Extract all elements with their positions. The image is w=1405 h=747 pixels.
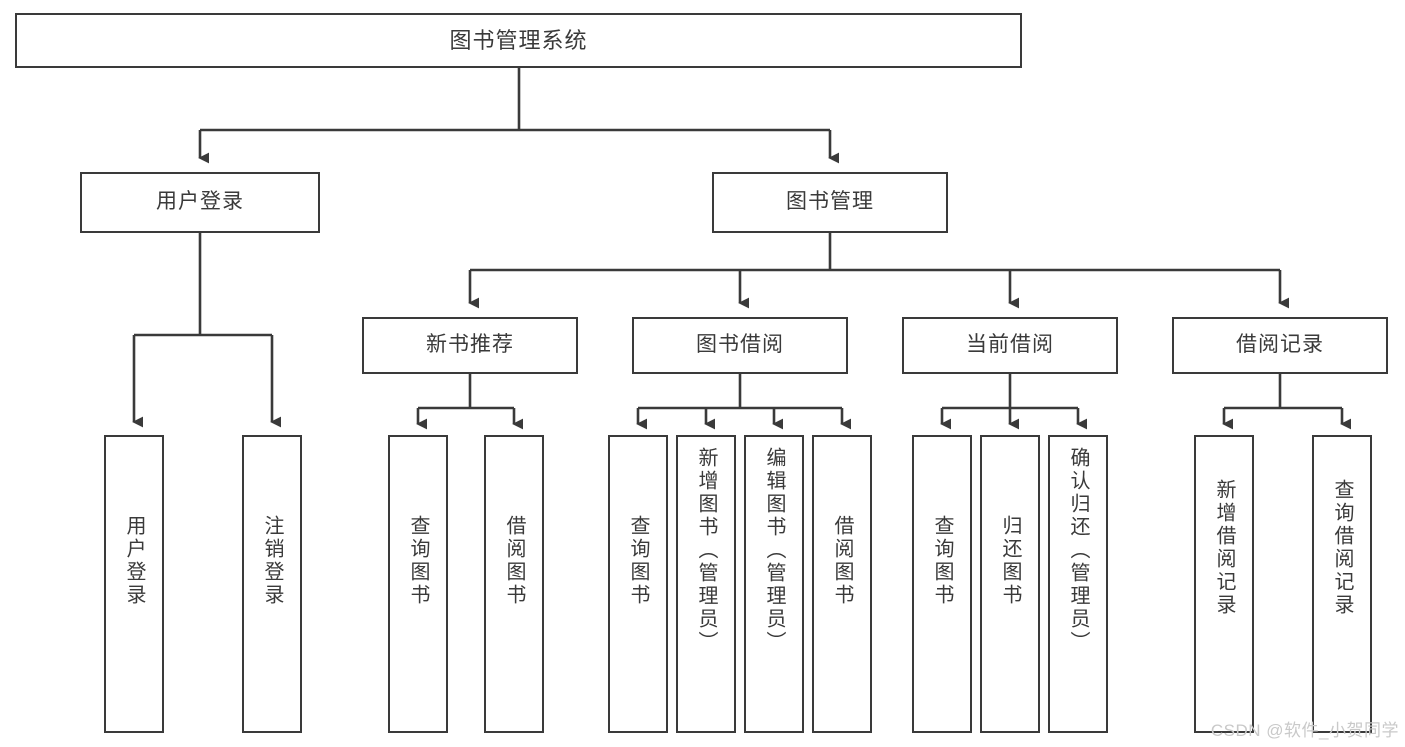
leaf-add-record[interactable]: 新增借阅记录 [1194, 435, 1254, 733]
csdn-watermark: CSDN @软件_小贺同学 [1210, 721, 1399, 740]
leaf-query-book-1-label: 查询图书 [407, 515, 429, 607]
leaf-query-book-3[interactable]: 查询图书 [912, 435, 972, 733]
leaf-borrow-book-1-label: 借阅图书 [503, 515, 525, 607]
leaf-query-record-label: 查询借阅记录 [1331, 479, 1353, 617]
leaf-borrow-book-2[interactable]: 借阅图书 [812, 435, 872, 733]
leaf-borrow-book-1[interactable]: 借阅图书 [484, 435, 544, 733]
leaf-query-book-2[interactable]: 查询图书 [608, 435, 668, 733]
leaf-user-logout-label: 注销登录 [261, 515, 283, 607]
node-user-login-label: 用户登录 [156, 190, 244, 214]
node-user-login[interactable]: 用户登录 [80, 172, 320, 233]
leaf-user-login[interactable]: 用户登录 [104, 435, 164, 733]
leaf-query-book-1[interactable]: 查询图书 [388, 435, 448, 733]
node-book-borrow-label: 图书借阅 [696, 333, 784, 357]
leaf-edit-book[interactable]: 编辑图书（管理员） [744, 435, 804, 733]
leaf-edit-book-label: 编辑图书（管理员） [763, 447, 785, 654]
node-book-borrow[interactable]: 图书借阅 [632, 317, 848, 374]
node-book-manage-label: 图书管理 [786, 190, 874, 214]
node-root[interactable]: 图书管理系统 [15, 13, 1022, 68]
leaf-return-book[interactable]: 归还图书 [980, 435, 1040, 733]
leaf-add-record-label: 新增借阅记录 [1213, 479, 1235, 617]
leaf-query-book-2-label: 查询图书 [627, 515, 649, 607]
leaf-add-book-label: 新增图书（管理员） [695, 447, 717, 654]
node-current-borrow-label: 当前借阅 [966, 333, 1054, 357]
leaf-return-book-label: 归还图书 [999, 515, 1021, 607]
leaf-borrow-book-2-label: 借阅图书 [831, 515, 853, 607]
node-book-manage[interactable]: 图书管理 [712, 172, 948, 233]
leaf-confirm-return[interactable]: 确认归还（管理员） [1048, 435, 1108, 733]
leaf-user-login-label: 用户登录 [123, 515, 145, 607]
node-new-book-rec-label: 新书推荐 [426, 333, 514, 357]
node-current-borrow[interactable]: 当前借阅 [902, 317, 1118, 374]
node-new-book-rec[interactable]: 新书推荐 [362, 317, 578, 374]
leaf-confirm-return-label: 确认归还（管理员） [1067, 447, 1089, 654]
node-borrow-record-label: 借阅记录 [1236, 333, 1324, 357]
node-root-label: 图书管理系统 [449, 27, 588, 53]
node-borrow-record[interactable]: 借阅记录 [1172, 317, 1388, 374]
leaf-add-book[interactable]: 新增图书（管理员） [676, 435, 736, 733]
leaf-query-record[interactable]: 查询借阅记录 [1312, 435, 1372, 733]
leaf-user-logout[interactable]: 注销登录 [242, 435, 302, 733]
leaf-query-book-3-label: 查询图书 [931, 515, 953, 607]
